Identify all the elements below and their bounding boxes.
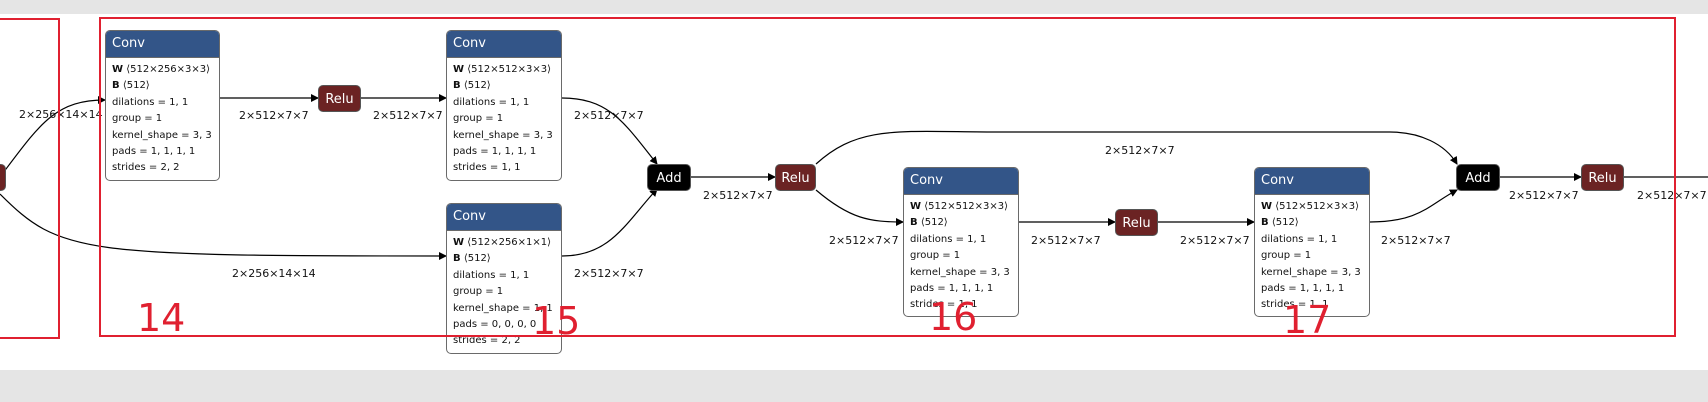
edge-label: 2×512×7×7 xyxy=(1105,144,1175,157)
conv-node-title: Conv xyxy=(106,31,219,58)
edge-layer xyxy=(0,94,1708,260)
edge-relu2-add2 xyxy=(815,130,1458,165)
edge-label: 2×512×7×7 xyxy=(829,234,899,247)
attr-pads: pads = 1, 1, 1, 1 xyxy=(1261,283,1345,295)
edge-label: 2×512×7×7 xyxy=(1031,234,1101,247)
conv-node-5[interactable]: Conv W ⟨512×512×3×3⟩ B ⟨512⟩ dilations =… xyxy=(1254,167,1370,317)
conv-node-title: Conv xyxy=(447,204,561,231)
edge-label: 2×256×14×14 xyxy=(232,267,316,280)
bias-attr: B ⟨512⟩ xyxy=(112,80,150,92)
attr-dilations: dilations = 1, 1 xyxy=(1261,233,1338,245)
attr-kernel-shape: kernel_shape = 1, 1 xyxy=(453,302,553,314)
bias-attr: B ⟨512⟩ xyxy=(453,253,491,265)
edge-label: 2×512×7×7 xyxy=(1637,189,1707,202)
edge-in-conv3 xyxy=(0,193,447,260)
bias-attr: B ⟨512⟩ xyxy=(1261,217,1299,229)
conv-node-1[interactable]: Conv W ⟨512×256×3×3⟩ B ⟨512⟩ dilations =… xyxy=(105,30,220,181)
bias-attr: B ⟨512⟩ xyxy=(453,80,491,92)
attr-group: group = 1 xyxy=(453,286,504,298)
edge-label: 2×512×7×7 xyxy=(373,109,443,122)
block-number-14: 14 xyxy=(137,296,186,340)
edge-label: 2×512×7×7 xyxy=(239,109,309,122)
attr-strides: strides = 1, 1 xyxy=(453,162,521,174)
relu-node-3[interactable]: Relu xyxy=(1115,209,1158,236)
graph-canvas: Conv W ⟨512×256×3×3⟩ B ⟨512⟩ dilations =… xyxy=(0,14,1708,370)
block-number-16: 16 xyxy=(929,295,978,339)
edge-conv5-add2 xyxy=(1369,189,1458,223)
block-number-17: 17 xyxy=(1283,298,1332,342)
conv-node-3[interactable]: Conv W ⟨512×256×1×1⟩ B ⟨512⟩ dilations =… xyxy=(446,203,562,354)
attr-pads: pads = 1, 1, 1, 1 xyxy=(453,146,537,158)
edge-in-conv1 xyxy=(0,96,106,178)
edge-label: 2×512×7×7 xyxy=(574,267,644,280)
conv-node-title: Conv xyxy=(447,31,561,58)
attr-group: group = 1 xyxy=(112,113,163,125)
attr-strides: strides = 1, 1 xyxy=(1261,299,1329,311)
edge-label: 2×512×7×7 xyxy=(1180,234,1250,247)
attr-pads: pads = 1, 1, 1, 1 xyxy=(112,146,196,158)
conv-node-2[interactable]: Conv W ⟨512×512×3×3⟩ B ⟨512⟩ dilations =… xyxy=(446,30,562,181)
edge-label: 2×512×7×7 xyxy=(1509,189,1579,202)
attr-pads: pads = 1, 1, 1, 1 xyxy=(910,283,994,295)
attr-kernel-shape: kernel_shape = 3, 3 xyxy=(1261,266,1361,278)
relu-partial[interactable] xyxy=(0,164,6,191)
relu-node-4[interactable]: Relu xyxy=(1581,164,1624,191)
edge-label: 2×256×14×14 xyxy=(19,108,103,121)
attr-kernel-shape: kernel_shape = 3, 3 xyxy=(112,129,212,141)
block-number-15: 15 xyxy=(532,299,581,343)
weight-attr: W ⟨512×512×3×3⟩ xyxy=(1261,201,1360,212)
attr-group: group = 1 xyxy=(453,113,504,125)
add-node-2[interactable]: Add xyxy=(1456,164,1500,191)
relu-node-2[interactable]: Relu xyxy=(775,164,816,191)
attr-kernel-shape: kernel_shape = 3, 3 xyxy=(453,129,553,141)
weight-attr: W ⟨512×512×3×3⟩ xyxy=(910,201,1009,212)
weight-attr: W ⟨512×256×1×1⟩ xyxy=(453,237,552,248)
attr-dilations: dilations = 1, 1 xyxy=(453,269,530,281)
attr-kernel-shape: kernel_shape = 3, 3 xyxy=(910,266,1010,278)
edge-conv3-add1 xyxy=(561,188,658,257)
attr-group: group = 1 xyxy=(1261,250,1312,262)
weight-attr: W ⟨512×512×3×3⟩ xyxy=(453,64,552,75)
relu-node-1[interactable]: Relu xyxy=(318,85,361,112)
bias-attr: B ⟨512⟩ xyxy=(910,217,948,229)
edge-label: 2×512×7×7 xyxy=(703,189,773,202)
edge-relu2-conv4 xyxy=(815,189,904,226)
attr-pads: pads = 0, 0, 0, 0 xyxy=(453,319,537,331)
weight-attr: W ⟨512×256×3×3⟩ xyxy=(112,64,211,75)
add-node-1[interactable]: Add xyxy=(647,164,691,191)
attr-dilations: dilations = 1, 1 xyxy=(910,233,987,245)
conv-node-title: Conv xyxy=(904,168,1018,195)
conv-node-title: Conv xyxy=(1255,168,1369,195)
attr-strides: strides = 2, 2 xyxy=(453,335,521,347)
attr-dilations: dilations = 1, 1 xyxy=(112,96,189,108)
edge-label: 2×512×7×7 xyxy=(1381,234,1451,247)
edge-label: 2×512×7×7 xyxy=(574,109,644,122)
attr-strides: strides = 1, 1 xyxy=(910,299,978,311)
attr-strides: strides = 2, 2 xyxy=(112,162,180,174)
edge-conv2-add1 xyxy=(561,97,658,165)
attr-group: group = 1 xyxy=(910,250,961,262)
attr-dilations: dilations = 1, 1 xyxy=(453,96,530,108)
conv-node-4[interactable]: Conv W ⟨512×512×3×3⟩ B ⟨512⟩ dilations =… xyxy=(903,167,1019,317)
